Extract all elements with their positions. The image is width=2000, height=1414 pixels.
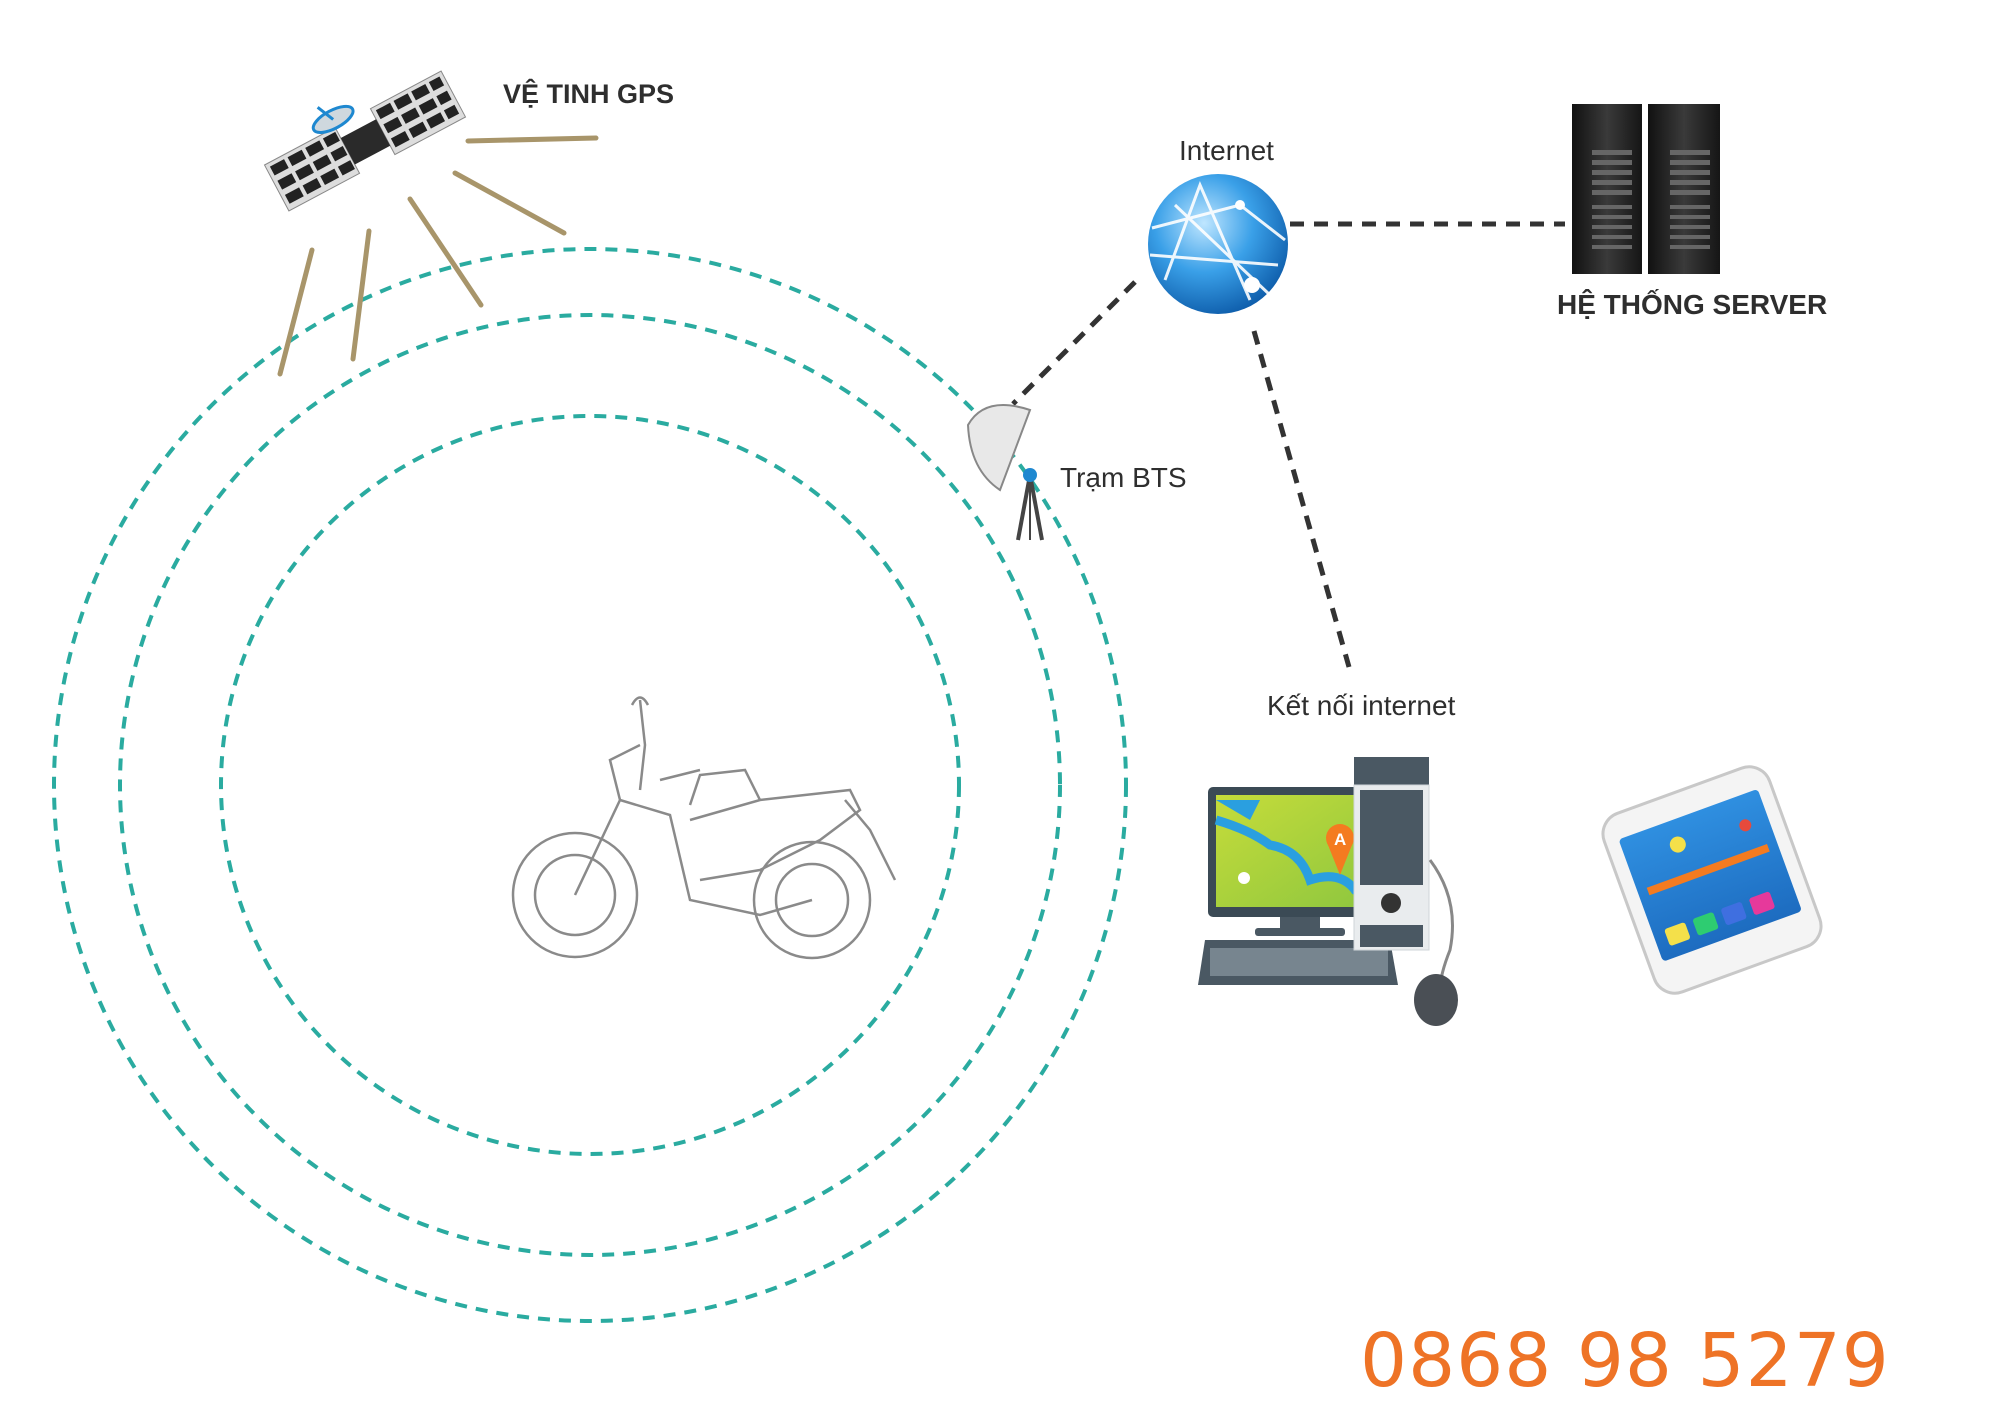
signal-ring-outer <box>52 247 1128 1323</box>
server-system-label: HỆ THỐNG SERVER <box>1557 288 1827 320</box>
satellite-rays <box>277 135 599 377</box>
signal-rings <box>52 247 1128 1323</box>
internet-globe-icon <box>1148 174 1288 314</box>
motorbike-icon <box>511 696 897 960</box>
smartphone-icon <box>1601 765 1823 995</box>
desktop-computer-icon: A <box>1198 757 1458 1026</box>
link-internet-computer <box>1251 330 1352 668</box>
gps-satellite-icon <box>263 70 467 212</box>
bts-tower-icon <box>966 404 1044 541</box>
internet-label: Internet <box>1179 135 1274 166</box>
link-internet-bts <box>1011 280 1137 406</box>
bts-station-label: Trạm BTS <box>1060 462 1187 493</box>
signal-ring-inner <box>219 414 961 1156</box>
map-marker-label: A <box>1334 830 1346 849</box>
network-links <box>1011 221 1565 668</box>
server-rack-icon <box>1572 104 1720 274</box>
contact-phone-number[interactable]: 0868 98 5279 <box>1360 1318 1890 1404</box>
internet-connection-label: Kết nối internet <box>1267 690 1456 721</box>
signal-ring-middle <box>118 313 1062 1257</box>
gps-satellite-label: VỆ TINH GPS <box>503 78 674 109</box>
